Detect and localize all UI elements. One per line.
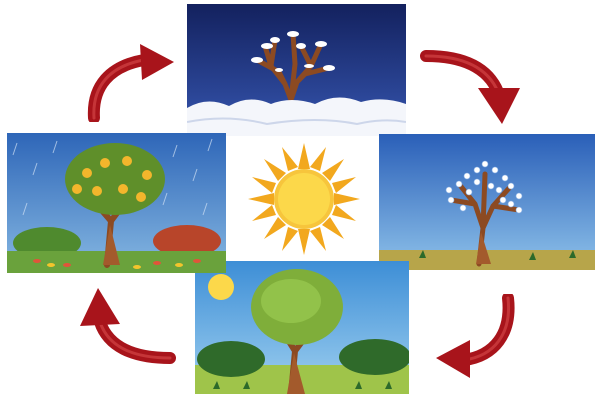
blossoming-tree-icon bbox=[379, 134, 595, 270]
arrow-winter-to-spring-icon bbox=[420, 46, 525, 126]
arrow-summer-to-autumn-icon bbox=[78, 286, 176, 366]
sun-icon bbox=[229, 140, 379, 258]
winter-panel bbox=[187, 4, 406, 136]
snowy-bare-tree-icon bbox=[187, 4, 406, 136]
arrow-autumn-to-winter-icon bbox=[82, 38, 176, 122]
sun-panel bbox=[229, 140, 379, 258]
spring-panel bbox=[379, 134, 595, 270]
arrow-spring-to-summer-icon bbox=[434, 294, 520, 382]
fruit-tree-in-rain-icon bbox=[7, 133, 226, 273]
summer-panel bbox=[195, 261, 409, 394]
autumn-panel bbox=[7, 133, 226, 273]
leafy-green-tree-icon bbox=[195, 261, 409, 394]
